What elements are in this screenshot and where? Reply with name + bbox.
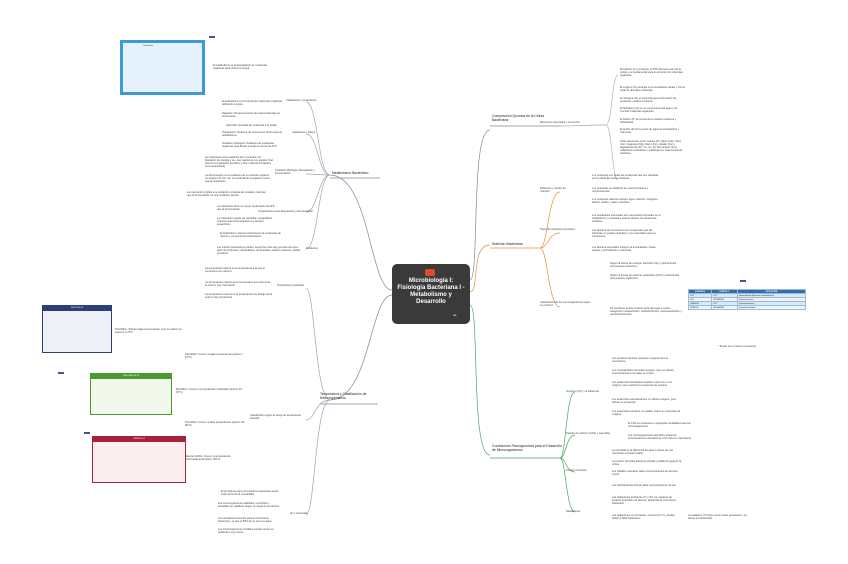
- catabolismo-label[interactable]: Catabolismo y Anabolismo: [286, 99, 317, 102]
- clasif-text-2: Según la fuente de carbono: autótrofos (…: [610, 274, 680, 280]
- central-title: Microbiología I: Fisiología Bacteriana I…: [397, 278, 465, 305]
- presion-text-2: La presión osmótica afecta la entrada y …: [612, 460, 682, 466]
- definicion-text-3: Los nutrientes básicos incluyen agua, ca…: [592, 198, 659, 204]
- oxigeno-text-1: Los aerobios estrictos requieren oxígeno…: [612, 357, 669, 363]
- table-cell: ORGÁNICA*: [710, 305, 738, 310]
- psicrotrofos-text: Psicrófilos: Toleran bajas temperaturas,…: [115, 328, 182, 334]
- radiaciones-text-3: La radiación UV tiene menor poder penetr…: [688, 514, 747, 520]
- branch-metabolismo[interactable]: Metabolismo Bacteriano: [332, 171, 369, 175]
- tipos-text-2: Los factores de crecimiento son compuest…: [592, 229, 656, 238]
- catab-pasos-label[interactable]: Catabolismo: Pasos: [292, 131, 316, 134]
- radiaciones-label[interactable]: Radiaciones: [566, 510, 581, 513]
- comparacion-text-2: La respiración tiene un mayor rendimient…: [217, 205, 275, 211]
- preparacion-text: Preparación: Reforma de monómeros dentro…: [222, 131, 283, 137]
- co2-text-2: Los microorganismos capnófilos requieren…: [628, 434, 692, 440]
- definicion-text-2: Los nutrientes se clasifican en macronut…: [592, 187, 649, 193]
- mesofilos-text: Mesófilos: Crecen a temperaturas moderad…: [176, 388, 243, 394]
- central-node[interactable]: Microbiología I: Fisiología Bacteriana I…: [392, 264, 470, 324]
- branch-nutricion[interactable]: Nutrición Bacteriana: [492, 242, 523, 246]
- definicion-label[interactable]: Definición y niveles de nutrición: [540, 187, 566, 193]
- elementos-label[interactable]: Elementos esenciales y su función: [540, 121, 580, 124]
- catabolism-diagram-image: Catabolismo: [120, 40, 205, 95]
- nitrogeno-text: El nitrógeno (N) es esencial para la for…: [620, 97, 677, 103]
- ph-text-2: Los microorganismos acidófilos, neutrófi…: [218, 502, 280, 508]
- image-marker: [740, 280, 746, 282]
- termofilos-table-title: TERMÓFILOS: [93, 437, 185, 442]
- oxigeno-text-3: Los anaerobios facultativos pueden crece…: [612, 381, 672, 387]
- comparacion-text-1: La respiración implica una oxidación com…: [187, 191, 266, 197]
- clasif-text-1: Según la fuente de energía: fotótrofos (…: [610, 262, 677, 268]
- tipos-text-3: Los factores esenciales incluyen la amin…: [592, 246, 656, 252]
- clasif-nutricion-label[interactable]: Clasificación de los microorganismos seg…: [540, 301, 591, 307]
- radiaciones-text-1: Las radiaciones ionizantes (X y UV) son …: [612, 496, 677, 505]
- oxidacion-text: Oxidación biológica: Oxidación de sustan…: [222, 142, 277, 148]
- fermentacion-text: La fermentación es la oxidación de un su…: [205, 174, 270, 183]
- catabolismo-text: El catabolismo es la degradación de molé…: [213, 64, 268, 70]
- respiracion-text: La respiración es la oxidación de un sus…: [205, 156, 273, 168]
- presion-text-3: Los halófilos necesitan altas concentrac…: [612, 470, 678, 476]
- productos-label[interactable]: Productos: [306, 247, 318, 250]
- temp-optima: La temperatura óptima es la temperatura …: [205, 267, 265, 273]
- image-marker: [58, 372, 64, 374]
- productos-text-1: El anabolismo mejora la biosíntesis de s…: [220, 232, 281, 238]
- presion-text-4: Los halotolerantes toleran altas concent…: [612, 484, 677, 487]
- book-icon: [425, 269, 435, 276]
- oxigeno-text: El oxígeno (O) participa en la respiraci…: [620, 86, 685, 92]
- branch-composicion[interactable]: Composición Química de la Célula Bacteri…: [492, 114, 545, 122]
- digestion-text: Digestión: Descomposición de macromolécu…: [222, 112, 281, 118]
- ph-text-4: Los microorganismos xerófilos pueden cre…: [218, 528, 274, 534]
- oxigeno-text-4: Los anaerobios aerotolerantes no utiliza…: [612, 398, 677, 404]
- azufre-text: El azufre (S) forma parte de algunos ami…: [620, 128, 680, 134]
- otros-elementos-text: Otros elementos como potasio (K), calcio…: [620, 140, 683, 155]
- fosforo-text: El fósforo (P) se encuentra en ácidos nu…: [620, 118, 677, 124]
- termofilos-text: Termófilos: Crecen a altas temperaturas …: [185, 421, 245, 427]
- psicrofilos-table-image: PSICRÓFILOS: [42, 305, 112, 353]
- tipos-text-1: Los metabolitos esenciales son compuesto…: [592, 214, 661, 223]
- table-cell: Quimioheterótrofos: [736, 305, 807, 310]
- co2-text-1: El CO2 es necesario en pequeñas cantidad…: [628, 422, 691, 428]
- temp-maxima: La temperatura máxima es la temperatura …: [205, 281, 271, 287]
- psicrofilos-table-title: PSICRÓFILOS: [43, 306, 111, 311]
- image-caption: Catabolismo: [143, 45, 153, 47]
- ph-label[interactable]: pH y Humedad: [290, 512, 308, 515]
- ph-text-3: La humedad es esencial para el crecimien…: [218, 517, 273, 523]
- image-marker: [84, 432, 90, 434]
- co2-label[interactable]: Dióxido de carbono (CO2) y capnofilia: [566, 432, 610, 435]
- oxigeno-label[interactable]: Oxígeno (O2) y su influencia: [566, 390, 599, 393]
- oxigeno-text-5: Los anaerobios estrictos no pueden crece…: [612, 410, 681, 416]
- comparacion-label[interactable]: Comparación entre Respiración y Fermenta…: [258, 210, 314, 213]
- temp-minima: La temperatura mínima es la temperatura …: [205, 293, 273, 299]
- anabolismo-text: El anabolismo es la síntesis de molécula…: [222, 100, 282, 106]
- presion-text-1: La tonicidad es la diferencia de agua a …: [612, 449, 673, 455]
- comparacion-text-3: La respiración puede ser aeróbica o anae…: [217, 217, 273, 226]
- termofilos-table-image: TERMÓFILOS: [92, 436, 186, 483]
- mesofilos-table-title: NIVEL MESÓFILOS: [91, 374, 171, 379]
- mesofilos-table-image: NIVEL MESÓFILOS: [90, 373, 172, 415]
- presion-label[interactable]: Presión Osmótica: [566, 469, 587, 472]
- oxidacion-label[interactable]: Oxidación Biológica: Respiración y Ferme…: [275, 169, 315, 175]
- definicion-text-1: Los nutrientes son todas las sustancias …: [592, 174, 659, 180]
- radiaciones-text-2: Las radiaciones no ionizantes, como la l…: [612, 514, 675, 520]
- tipos-label[interactable]: Tipos de nutrientes esenciales: [540, 228, 575, 231]
- carbono-text: El carbono (C) constituye el 50% del pes…: [620, 68, 683, 77]
- temp-cardinales-label[interactable]: Temperatura cardinales: [277, 284, 305, 287]
- oxigeno-text-2: Los microaerófilos necesitan oxígeno, pe…: [612, 369, 674, 375]
- clasificacion-label[interactable]: Clasificación según el rango de temperat…: [250, 414, 301, 420]
- psicrofilos-text: Psicrófilos: Crecen a bajas temperaturas…: [185, 353, 244, 359]
- table-note: * Puede ser el mismo compuesto: [718, 345, 757, 348]
- branch-temperatura[interactable]: Temperatura y Clasificación de Microorga…: [320, 392, 367, 400]
- clasif-text-3: Se combinan ambos criterios para dar lug…: [610, 307, 682, 316]
- hipertermofilos-text: Hipertermófilos: Crecen a temperaturas e…: [185, 455, 231, 461]
- productos-text-2: Los cultivos bacterianos pueden seguir l…: [217, 246, 301, 255]
- table-cell: QUÍMICA: [688, 305, 712, 310]
- absorcion-text: Absorción: Entrada de moléculas a la cél…: [226, 124, 278, 127]
- branch-condiciones[interactable]: Condiciones Fisicoquímicas para el Desar…: [492, 444, 562, 452]
- link-icon: ⌁: [453, 313, 457, 319]
- ph-text-1: El pH óptimo para el crecimiento bacteri…: [221, 490, 279, 496]
- image-marker: [209, 36, 215, 38]
- hidrogeno-text: El hidrógeno (H) es un componente del ag…: [620, 107, 678, 113]
